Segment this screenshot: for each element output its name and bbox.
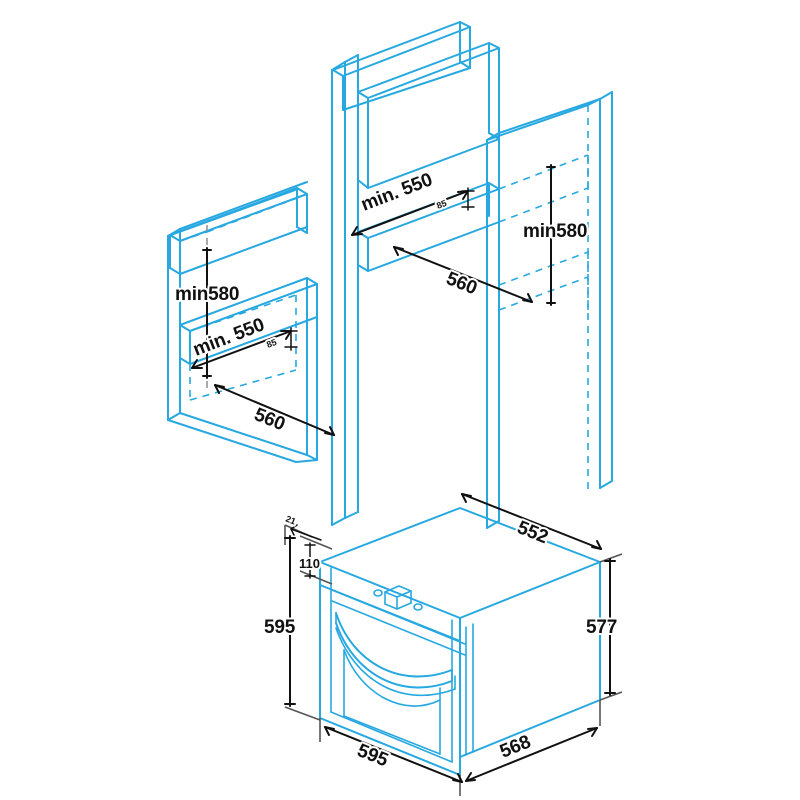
dimension-left-85-label: 85: [265, 337, 278, 350]
dimension-left-min580-label: min580: [175, 284, 239, 305]
center-partition-panel: [331, 54, 359, 526]
dimension-oven-577: 577: [584, 553, 623, 701]
dimension-oven-568: 568: [465, 700, 601, 782]
oven-door-handle[interactable]: [335, 612, 456, 697]
dimension-right-560: 560: [393, 246, 533, 303]
dimension-right-min580-label: min580: [523, 221, 587, 242]
dimension-oven-552-label: 552: [514, 517, 551, 548]
dimension-oven-595-height: 595: [262, 525, 321, 721]
dimension-oven-552: 552: [461, 493, 602, 550]
knob-right-icon[interactable]: [413, 603, 423, 611]
oven-door-window: [343, 649, 441, 755]
knob-left-icon[interactable]: [373, 589, 383, 597]
dimension-oven-110-label: 110: [299, 556, 320, 571]
dimension-left-min580: min580: [173, 247, 241, 379]
oven-unit: [319, 507, 601, 776]
right-cabinet-top-shelf: [332, 21, 500, 189]
dimension-left-560-label: 560: [251, 404, 288, 435]
dimension-right-560-label: 560: [443, 268, 480, 299]
oven-control-panel[interactable]: [373, 585, 423, 611]
dimension-right-min580: min580: [521, 164, 589, 306]
right-cabinet-side-panel: [486, 91, 613, 529]
dimension-right-85: 85: [433, 187, 475, 213]
dimension-oven-595-height-label: 595: [264, 617, 296, 638]
dimension-right-min550: min. 550: [351, 167, 469, 236]
dimension-oven-568-label: 568: [497, 732, 534, 763]
dimension-oven-110: 110: [297, 535, 333, 585]
dimension-oven-577-label: 577: [586, 617, 617, 638]
dimension-oven-21-label: 21: [284, 514, 297, 527]
